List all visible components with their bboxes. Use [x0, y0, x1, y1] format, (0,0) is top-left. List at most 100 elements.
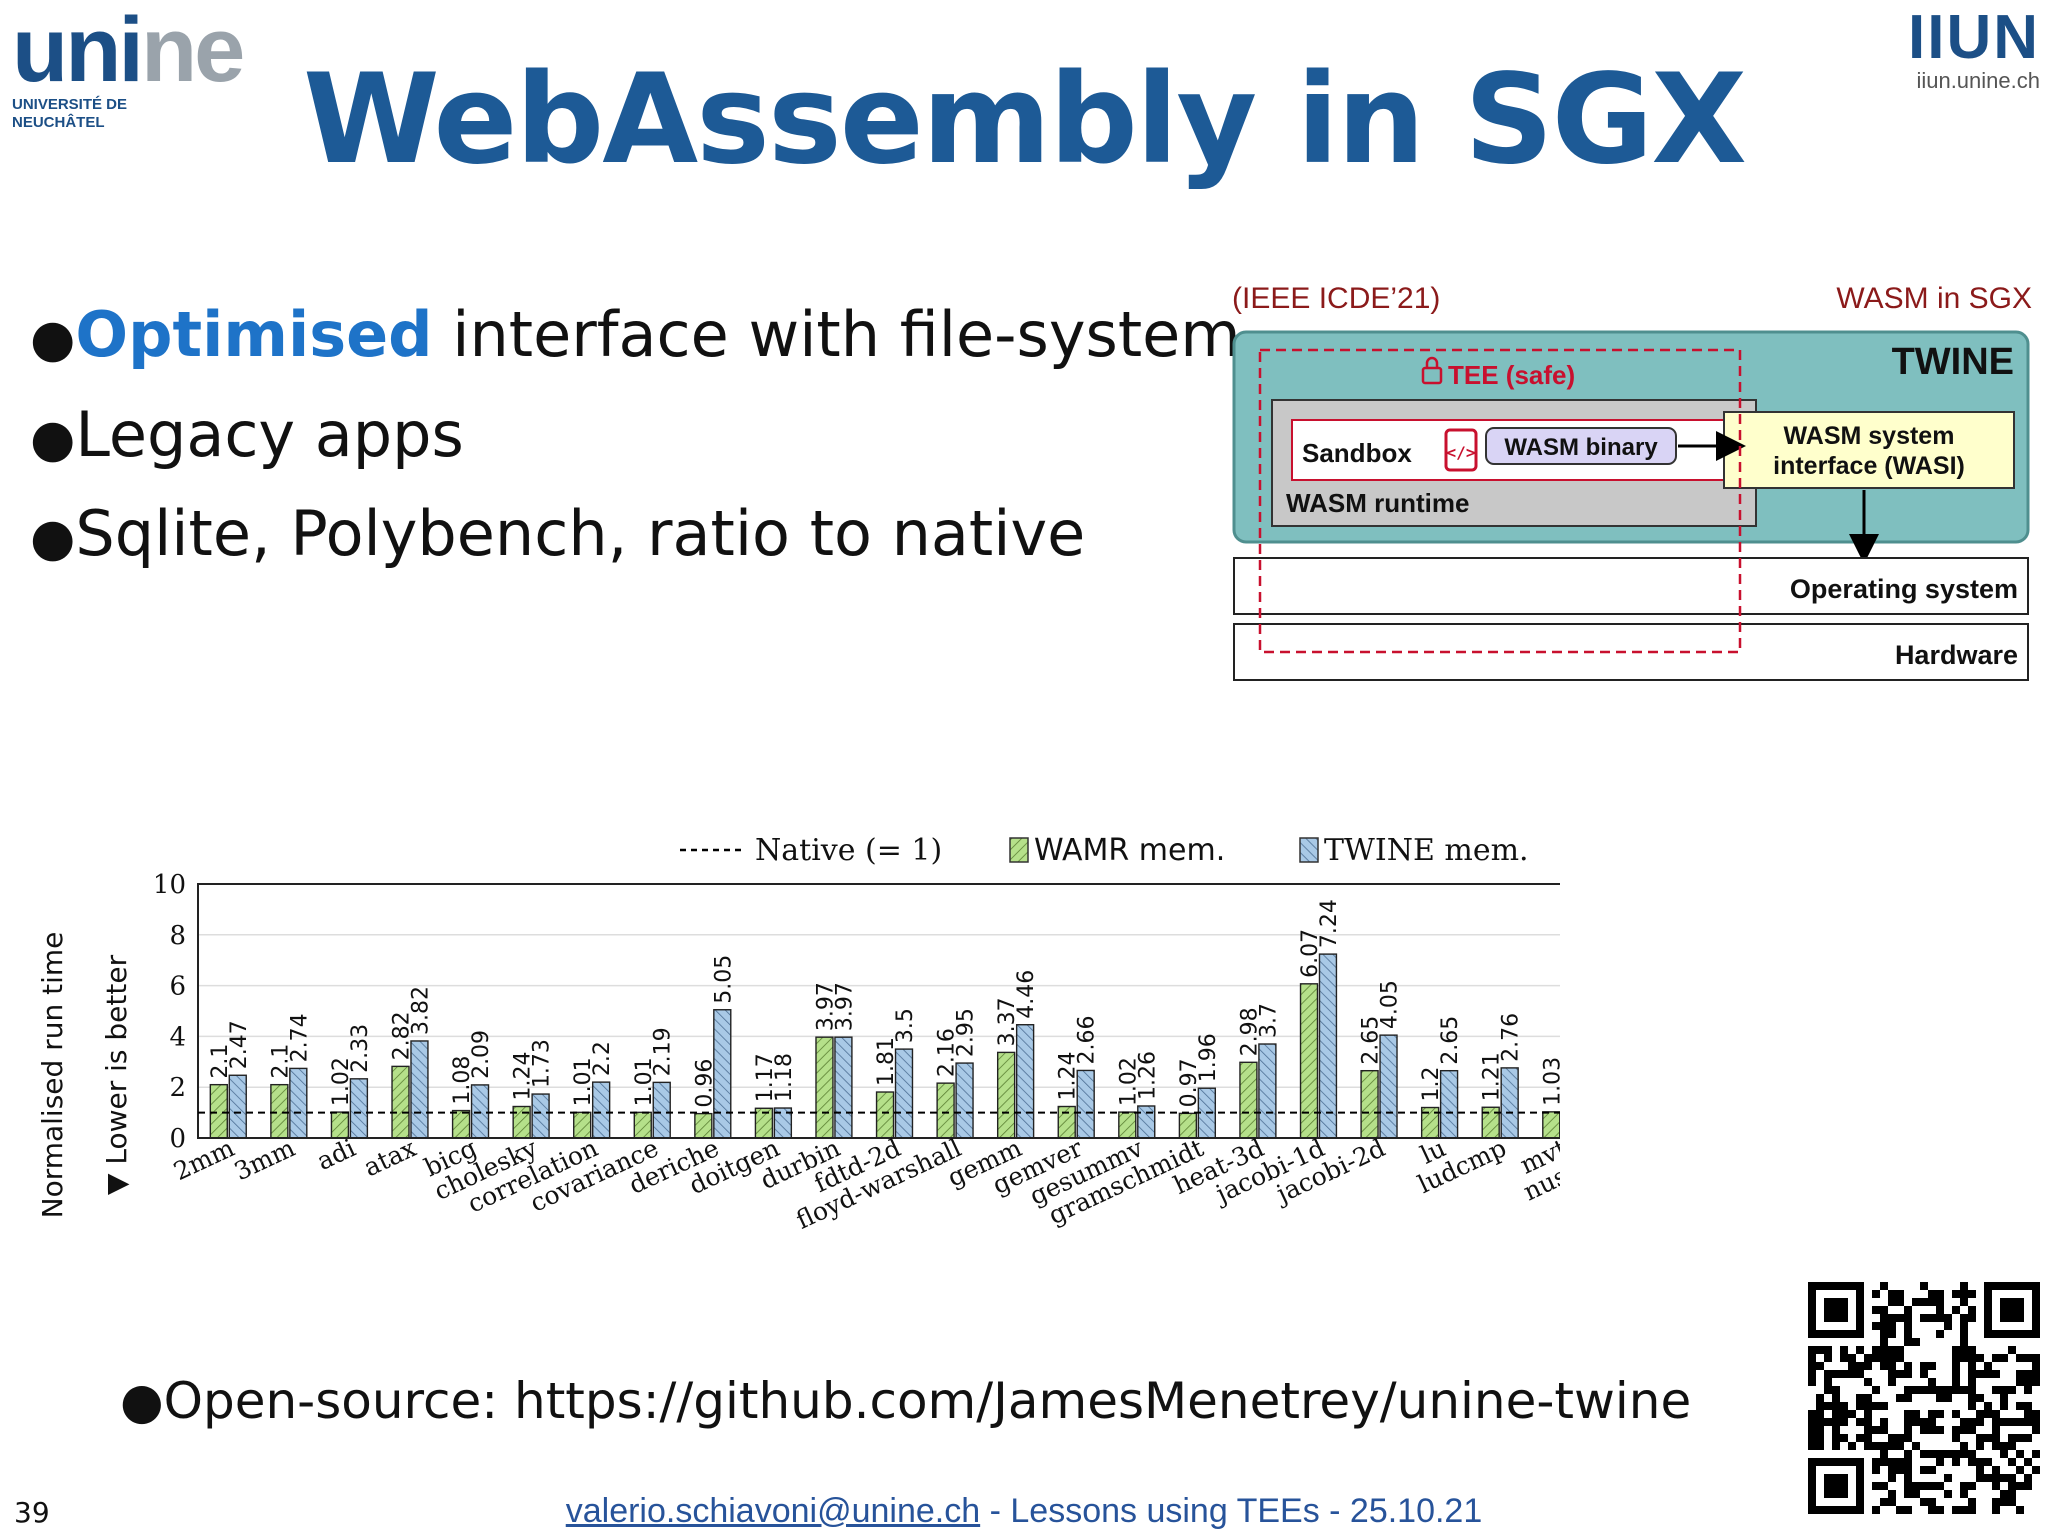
qr-module [1904, 1418, 1912, 1426]
twine-architecture-diagram: (IEEE ICDE’21) WASM in SGX TWINE WASM ru… [1232, 282, 2032, 681]
qr-module [1920, 1426, 1928, 1434]
qr-module [1912, 1298, 1920, 1306]
qr-module [1880, 1450, 1888, 1458]
qr-module [1952, 1362, 1960, 1370]
qr-module [1920, 1418, 1928, 1426]
data-label: 2.09 [469, 1030, 494, 1079]
qr-module [1888, 1346, 1896, 1354]
qr-module [1816, 1362, 1824, 1370]
data-label: 3.37 [995, 997, 1020, 1046]
qr-module [1832, 1402, 1840, 1410]
qr-module [1920, 1314, 1928, 1322]
qr-module [1928, 1410, 1936, 1418]
qr-module [2024, 1458, 2032, 1466]
qr-module [1960, 1290, 1968, 1298]
qr-module [1832, 1370, 1840, 1378]
qr-module [2008, 1346, 2016, 1354]
qr-module [1832, 1442, 1840, 1450]
qr-module [1952, 1378, 1960, 1386]
data-label: 1.24 [1056, 1052, 1081, 1101]
qr-module [1808, 1362, 1816, 1370]
qr-module [2016, 1450, 2024, 1458]
open-source-link[interactable]: Open-source: https://github.com/JamesMen… [163, 1372, 1692, 1430]
qr-module [1928, 1418, 1936, 1426]
qr-module [2032, 1370, 2040, 1378]
qr-module [1896, 1466, 1904, 1474]
svg-text:</>: </> [1447, 443, 1476, 462]
email-link[interactable]: valerio.schiavoni@unine.ch [565, 1492, 981, 1530]
qr-module [1880, 1482, 1888, 1490]
qr-module [1888, 1330, 1896, 1338]
bar-wamr [1239, 1061, 1258, 1139]
qr-module [1824, 1386, 1832, 1394]
qr-module [1976, 1466, 1984, 1474]
qr-module [1896, 1370, 1904, 1378]
qr-module [1992, 1354, 2000, 1362]
qr-module [1992, 1434, 2000, 1442]
qr-module [1840, 1418, 1848, 1426]
qr-module [1808, 1434, 1816, 1442]
qr-module [1840, 1370, 1848, 1378]
data-label: 0.97 [1177, 1058, 1202, 1107]
qr-module [1976, 1410, 1984, 1418]
qr-module [1808, 1370, 1816, 1378]
qr-module [1960, 1330, 1968, 1338]
qr-module [1944, 1450, 1952, 1458]
data-label: 2.65 [1359, 1016, 1384, 1065]
qr-module [1992, 1386, 2000, 1394]
data-label: 2.1 [268, 1044, 293, 1079]
qr-module [1952, 1346, 1960, 1354]
wasm-binary-label: WASM binary [1504, 434, 1658, 461]
qr-module [1960, 1490, 1968, 1498]
qr-module [2016, 1354, 2024, 1362]
qr-finder [1824, 1474, 1848, 1498]
qr-module [2008, 1458, 2016, 1466]
sandbox-label: Sandbox [1302, 438, 1412, 468]
qr-module [1904, 1330, 1912, 1338]
y-tick-label: 0 [169, 1124, 186, 1154]
qr-module [1888, 1474, 1896, 1482]
qr-module [1824, 1402, 1832, 1410]
qr-module [1832, 1394, 1840, 1402]
qr-module [1992, 1370, 2000, 1378]
qr-module [1864, 1362, 1872, 1370]
y-tick-label: 2 [169, 1073, 186, 1103]
institute-url: iiun.unine.ch [1916, 68, 2040, 93]
qr-module [1880, 1362, 1888, 1370]
qr-module [1840, 1354, 1848, 1362]
qr-module [1920, 1482, 1928, 1490]
qr-module [1880, 1314, 1888, 1322]
data-label: 1.24 [511, 1052, 536, 1101]
qr-module [2032, 1354, 2040, 1362]
data-label: 3.97 [813, 982, 838, 1031]
data-label: 6.07 [1298, 929, 1323, 978]
qr-module [1888, 1314, 1896, 1322]
data-label: 2.82 [390, 1011, 415, 1060]
qr-module [1960, 1282, 1968, 1290]
qr-module [1856, 1402, 1864, 1410]
qr-module [1936, 1458, 1944, 1466]
qr-module [1976, 1458, 1984, 1466]
qr-code [1808, 1282, 2040, 1514]
data-label: 0.96 [692, 1059, 717, 1108]
qr-module [1856, 1346, 1864, 1354]
data-label: 4.46 [1014, 970, 1039, 1019]
qr-module [1960, 1418, 1968, 1426]
legend-twine: TWINE mem. [1324, 833, 1529, 868]
qr-module [1904, 1490, 1912, 1498]
qr-module [2024, 1402, 2032, 1410]
data-label: 1.02 [1116, 1057, 1141, 1106]
qr-module [1864, 1410, 1872, 1418]
bar-twine [1318, 953, 1338, 1139]
qr-module [1968, 1370, 1976, 1378]
qr-module [1912, 1490, 1920, 1498]
slide-number: 39 [14, 1496, 50, 1529]
qr-module [1968, 1290, 1976, 1298]
qr-module [1848, 1362, 1856, 1370]
qr-module [2016, 1418, 2024, 1426]
qr-module [1808, 1346, 1816, 1354]
qr-module [1896, 1314, 1904, 1322]
qr-module [1968, 1386, 1976, 1394]
qr-module [1856, 1434, 1864, 1442]
qr-module [1904, 1458, 1912, 1466]
